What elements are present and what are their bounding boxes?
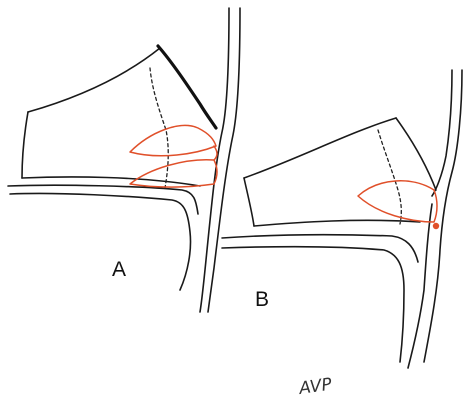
panel-a-red-connector (214, 146, 217, 160)
panel-b-vertical-wall-left (432, 70, 452, 196)
panel-a-red-leaflet-upper (130, 125, 216, 155)
panel-a-block-top (28, 48, 160, 112)
panel-a-inner-dash (150, 68, 168, 188)
panel-a-block-bold-edge (158, 46, 216, 128)
panel-b-block-right (396, 118, 436, 190)
panel-b-sketch (222, 70, 462, 368)
panel-b-block-top (244, 118, 396, 178)
panel-a-label: A (112, 258, 126, 281)
panel-b-block-bottom (254, 220, 420, 226)
handwritten-note: AVP (297, 374, 334, 399)
panel-b-floor-lower (222, 247, 404, 362)
panel-b-inner-dash (378, 130, 401, 224)
panel-a-floor-lower (10, 193, 191, 290)
panel-b-red-dot (433, 223, 439, 229)
panel-b-label: B (255, 288, 269, 311)
panel-b-block-left (244, 178, 254, 226)
panel-b-vertical-wall-inner (408, 204, 432, 368)
panel-b-floor-upper (222, 235, 418, 262)
panel-a-block-left (22, 112, 28, 178)
